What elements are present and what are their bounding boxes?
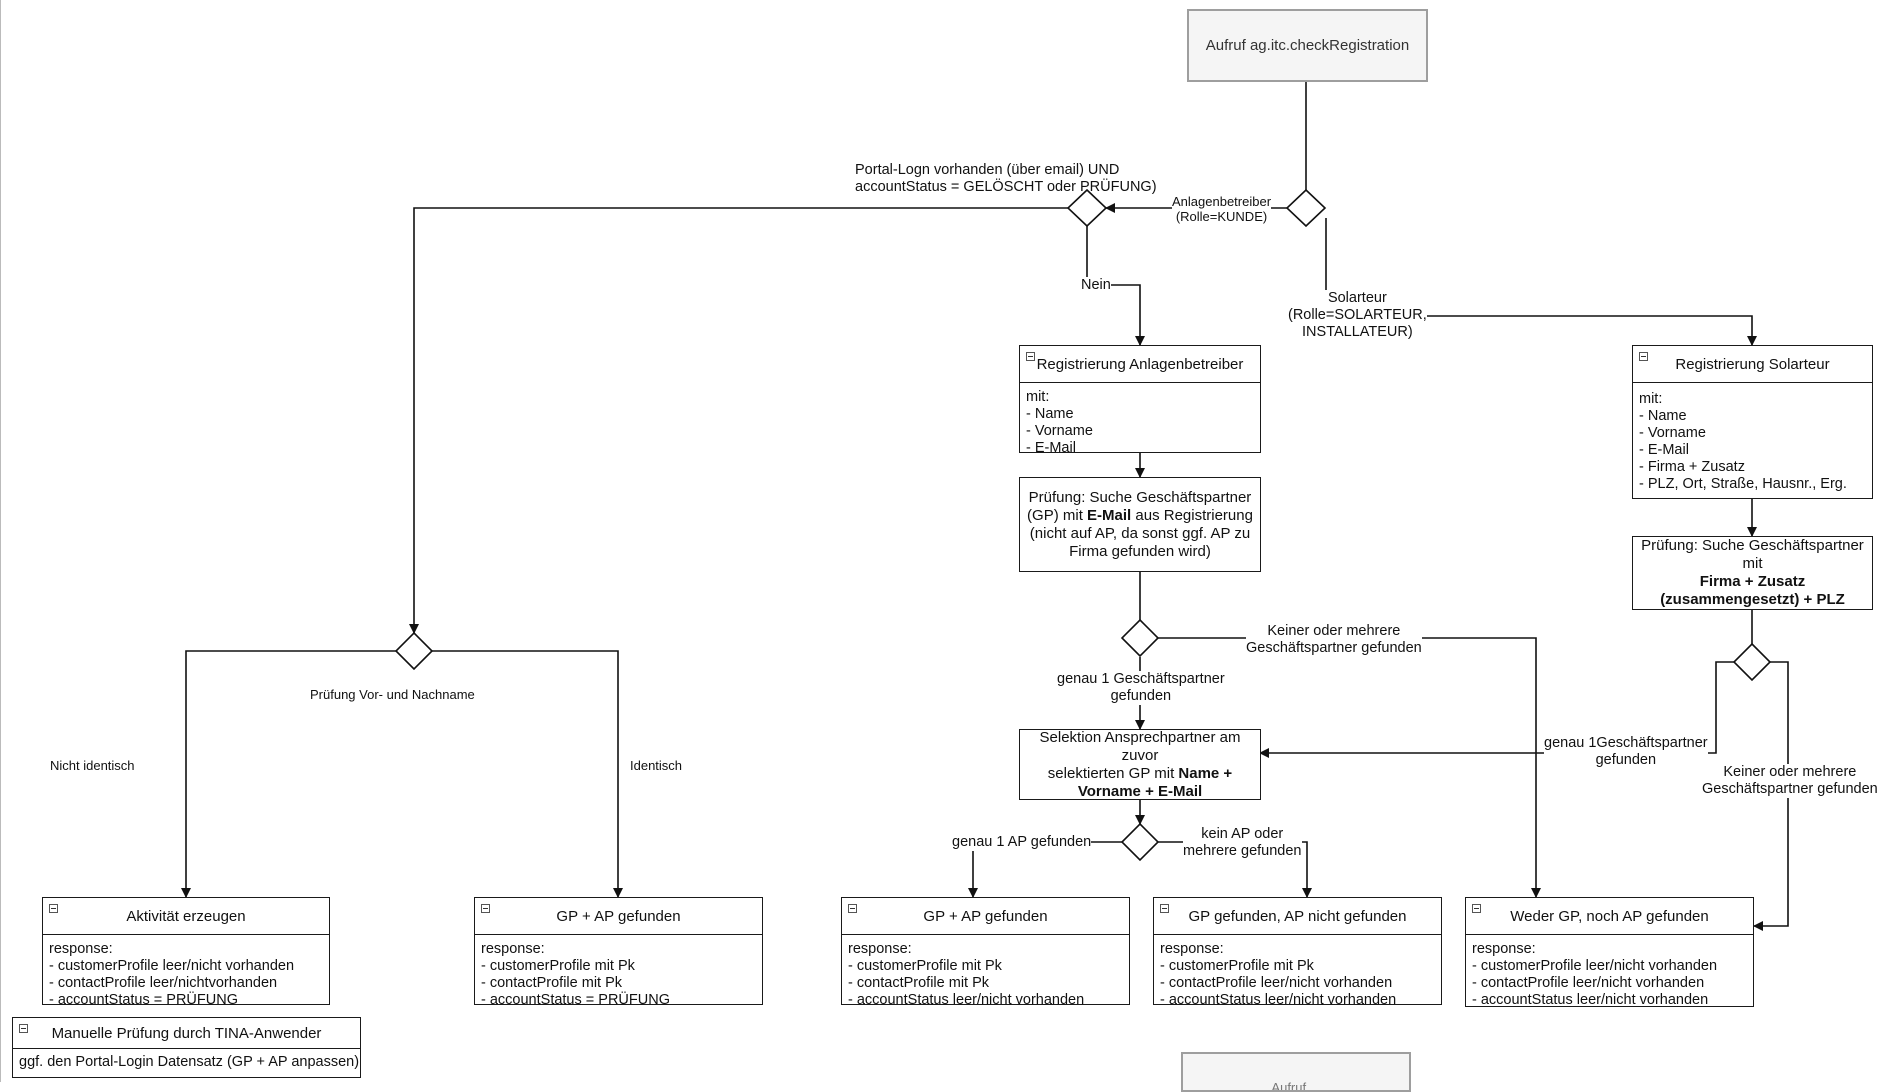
start-node-label: Aufruf ag.itc.checkRegistration [1205, 37, 1410, 54]
collapse-icon[interactable] [1472, 904, 1481, 913]
collapse-icon[interactable] [1026, 352, 1035, 361]
check-gp-by-email-line3: (nicht auf AP, da sonst ggf. AP zu [1029, 524, 1251, 542]
select-contact-person-line3: Vorname + E-Mail [1077, 782, 1203, 800]
bottom-call-node: Aufruf ... [1181, 1052, 1411, 1092]
check-gp-by-firma-line3: (zusammengesetzt) + PLZ [1660, 591, 1845, 608]
edge-identisch [432, 650, 623, 898]
edge-label-nein: Nein [1081, 277, 1111, 294]
collapse-icon[interactable] [49, 904, 58, 913]
result-gp-ap-found-left-header: GP + AP gefunden [475, 898, 762, 935]
edge-label-keiner-gp: Keiner oder mehrere Geschäftspartner gef… [1246, 623, 1422, 657]
edge-label-pruefung-name: Prüfung Vor- und Nachname [310, 687, 475, 702]
edge-label-genau1-gp: genau 1 Geschäftspartner gefunden [1057, 671, 1225, 705]
registration-solarteur-header: Registrierung Solarteur [1633, 346, 1872, 383]
edge-nicht-identisch [181, 650, 396, 898]
edge-portal-to-name-check [409, 207, 1068, 634]
edge-label-solarteur: Solarteur (Rolle=SOLARTEUR, INSTALLATEUR… [1288, 290, 1427, 341]
result-aktivitaet-title: Aktivität erzeugen [126, 907, 246, 925]
result-gp-ap-found: GP + AP gefunden response: - customerPro… [841, 897, 1130, 1008]
result-gp-found-no-ap-title: GP gefunden, AP nicht gefunden [1188, 907, 1407, 925]
result-gp-ap-found-body: response: - customerProfile mit Pk - con… [848, 941, 1085, 1008]
edge-label-genau-ap: genau 1 AP gefunden [952, 834, 1092, 851]
result-no-gp-no-ap-title: Weder GP, noch AP gefunden [1510, 907, 1709, 925]
registration-anlagenbetreiber-body: mit: - Name - Vorname - E-Mail [1026, 389, 1093, 456]
select-contact-person-line1: Selektion Ansprechpartner am zuvor [1039, 728, 1241, 764]
page-edge [0, 0, 1, 1082]
collapse-icon[interactable] [1160, 904, 1169, 913]
result-gp-ap-found-title: GP + AP gefunden [923, 907, 1048, 925]
edge-label-kein-ap: kein AP oder mehrere gefunden [1183, 826, 1302, 860]
check-gp-by-firma: Prüfung: Suche Geschäftspartner mit Firm… [1632, 536, 1873, 610]
manual-check: Manuelle Prüfung durch TINA-Anwender ggf… [12, 1017, 361, 1078]
collapse-icon[interactable] [481, 904, 490, 913]
collapse-icon[interactable] [848, 904, 857, 913]
check-gp-by-firma-line2: Firma + Zusatz [1699, 573, 1806, 590]
collapse-icon[interactable] [1639, 352, 1648, 361]
edge-label-keiner-gp-right: Keiner oder mehrere Geschäftspartner gef… [1702, 764, 1878, 798]
check-gp-by-email: Prüfung: Suche Geschäftspartner (GP) mit… [1019, 477, 1261, 572]
result-no-gp-no-ap-header: Weder GP, noch AP gefunden [1466, 898, 1753, 935]
manual-check-header: Manuelle Prüfung durch TINA-Anwender [13, 1018, 360, 1049]
edge-label-identisch: Identisch [630, 758, 683, 773]
registration-anlagenbetreiber-header: Registrierung Anlagenbetreiber [1020, 346, 1260, 383]
check-gp-by-email-line2: (GP) mit E-Mail aus Registrierung [1027, 506, 1253, 524]
decision-name-check [394, 631, 434, 671]
result-aktivitaet: Aktivität erzeugen response: - customerP… [42, 897, 330, 1008]
check-gp-by-email-line1: Prüfung: Suche Geschäftspartner [1028, 488, 1252, 506]
result-gp-ap-found-left-body: response: - customerProfile mit Pk - con… [481, 941, 670, 1008]
select-contact-person: Selektion Ansprechpartner am zuvor selek… [1019, 729, 1261, 800]
manual-check-body: ggf. den Portal-Login Datensatz (GP + AP… [19, 1054, 360, 1070]
result-gp-ap-found-header: GP + AP gefunden [842, 898, 1129, 935]
decision-role [1285, 188, 1327, 228]
decision-portal-login [1066, 188, 1108, 228]
result-gp-found-no-ap-header: GP gefunden, AP nicht gefunden [1154, 898, 1441, 935]
check-gp-by-firma-line1: Prüfung: Suche Geschäftspartner mit [1641, 537, 1864, 572]
decision-ap [1120, 822, 1160, 862]
registration-anlagenbetreiber: Registrierung Anlagenbetreiber mit: - Na… [1019, 345, 1261, 456]
result-aktivitaet-header: Aktivität erzeugen [43, 898, 329, 935]
registration-anlagenbetreiber-title: Registrierung Anlagenbetreiber [1036, 355, 1244, 373]
result-gp-found-no-ap-body: response: - customerProfile mit Pk - con… [1160, 941, 1397, 1008]
edge-label-anlagenbetreiber: Anlagenbetreiber (Rolle=KUNDE) [1172, 194, 1272, 224]
manual-check-title: Manuelle Prüfung durch TINA-Anwender [51, 1024, 322, 1042]
edge-label-genau1-gp-right: genau 1Geschäftspartner gefunden [1544, 735, 1708, 769]
edge-portal-nein [1086, 226, 1145, 346]
registration-solarteur: Registrierung Solarteur mit: - Name - Vo… [1632, 345, 1873, 499]
edge-role-to-solarteur [1325, 218, 1757, 346]
collapse-icon[interactable] [19, 1024, 28, 1033]
result-gp-found-no-ap: GP gefunden, AP nicht gefunden response:… [1153, 897, 1442, 1008]
result-gp-ap-found-left-title: GP + AP gefunden [556, 907, 681, 925]
select-contact-person-line2: selektierten GP mit Name + [1047, 764, 1233, 782]
edge-solar-genau-to-selektion [1259, 661, 1734, 758]
decision-gp-firma [1732, 642, 1772, 682]
result-aktivitaet-body: response: - customerProfile leer/nicht v… [49, 941, 295, 1008]
result-no-gp-no-ap: Weder GP, noch AP gefunden response: - c… [1465, 897, 1754, 1008]
edge-label-portal-login: Portal-Logn vorhanden (über email) UND a… [855, 162, 1157, 195]
result-no-gp-no-ap-body: response: - customerProfile leer/nicht v… [1472, 941, 1718, 1008]
start-node: Aufruf ag.itc.checkRegistration [1187, 9, 1428, 82]
registration-solarteur-body: mit: - Name - Vorname - E-Mail - Firma +… [1639, 391, 1847, 492]
check-gp-by-email-line4: Firma gefunden wird) [1069, 542, 1211, 560]
edge-label-nicht-identisch: Nicht identisch [50, 758, 135, 773]
decision-gp-email [1120, 618, 1160, 658]
registration-solarteur-title: Registrierung Solarteur [1675, 355, 1830, 373]
result-gp-ap-found-left: GP + AP gefunden response: - customerPro… [474, 897, 763, 1008]
